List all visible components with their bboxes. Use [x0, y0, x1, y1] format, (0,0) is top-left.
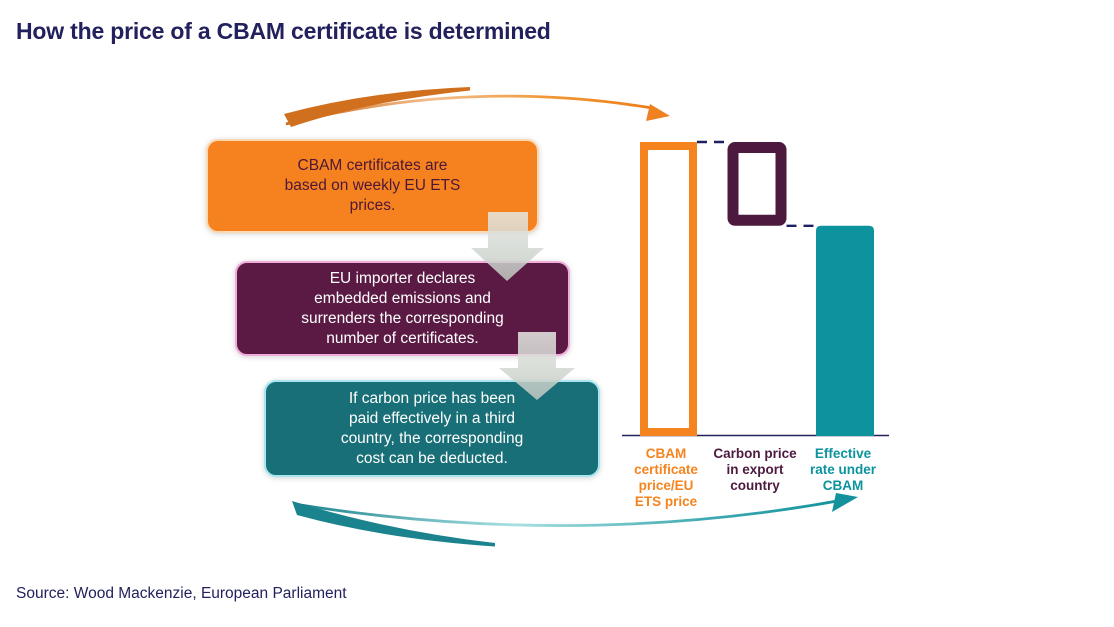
chart-bar-2	[816, 225, 874, 436]
top-arc-taper	[284, 87, 470, 127]
bar-label-effective-rate: Effective rate under CBAM	[809, 446, 877, 493]
top-arc-arrowhead-icon	[646, 104, 670, 121]
flow-box-carbon-price-deduction: If carbon price has been paid effectivel…	[264, 380, 600, 477]
bottom-arc-taper	[292, 501, 495, 547]
flow-box-cbam-certificates: CBAM certificates are based on weekly EU…	[206, 139, 539, 233]
source-text: Source: Wood Mackenzie, European Parliam…	[16, 585, 347, 602]
chart-bar-0	[640, 142, 697, 436]
chart-bars-group	[640, 140, 874, 436]
top-arc-line	[285, 94, 653, 126]
flow-box-eu-importer-declares: EU importer declares embedded emissions …	[235, 261, 570, 356]
chart-bar-1	[727, 142, 787, 226]
page-title: How the price of a CBAM certificate is d…	[16, 18, 551, 44]
bottom-arc-arrowhead-icon	[832, 493, 858, 512]
top-orange-arc-arrow	[284, 87, 670, 127]
bottom-arc-line	[293, 498, 844, 527]
bar-label-carbon-price-export: Carbon price in export country	[713, 446, 797, 493]
bottom-teal-arc-arrow	[292, 493, 858, 547]
